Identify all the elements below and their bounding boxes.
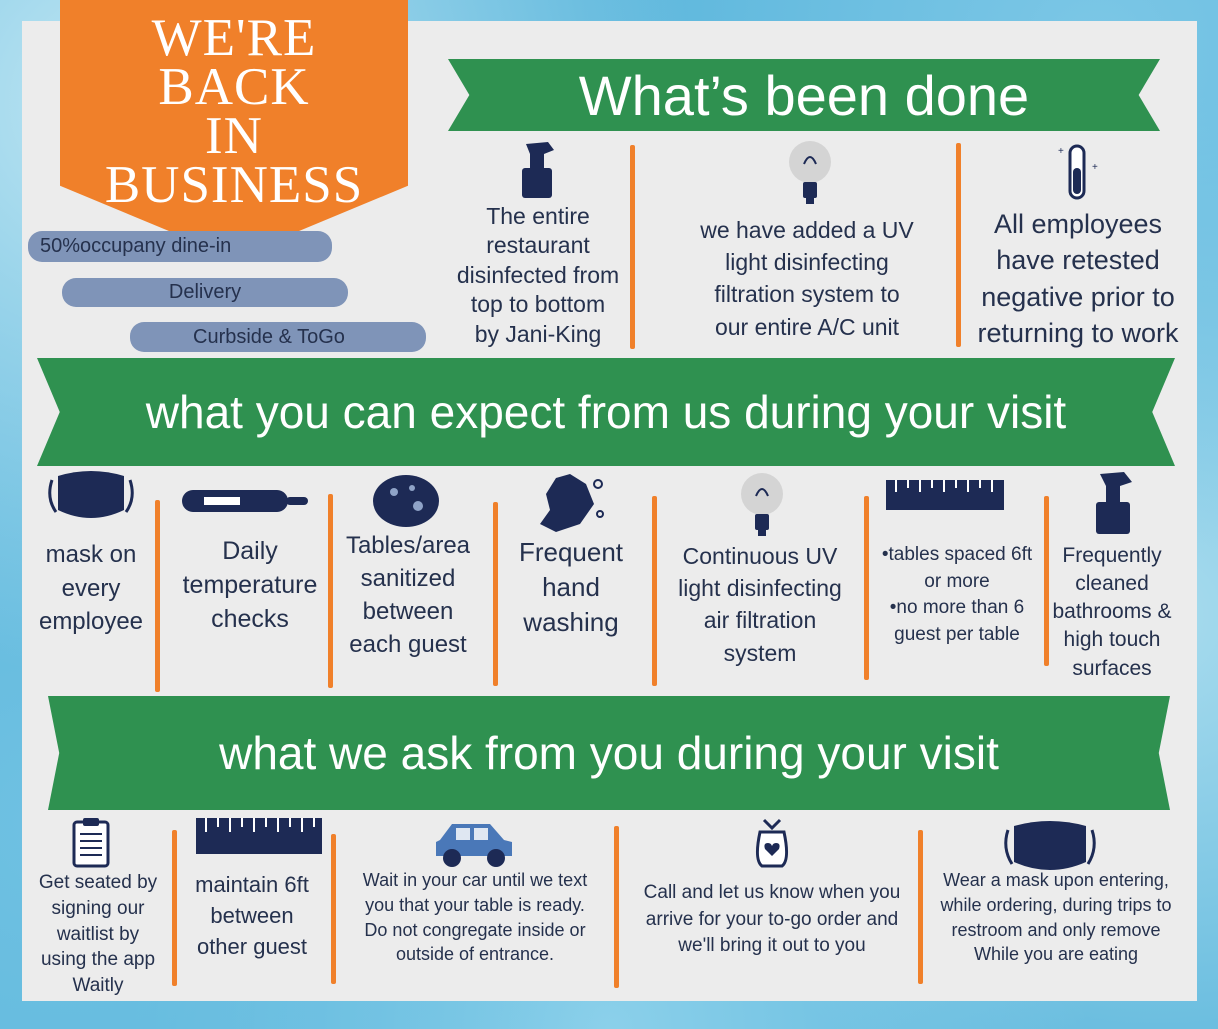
done-item-1: The entire restaurant disinfected from t…	[456, 203, 620, 347]
section-title-expect: what you can expect from us during your …	[145, 386, 1067, 438]
orange-divider	[956, 143, 961, 347]
face-mask-icon	[48, 471, 134, 518]
section-title-done: What’s been done	[578, 63, 1030, 127]
ask-item-4: Call and let us know when you arrive for…	[643, 882, 901, 957]
orange-divider	[1044, 496, 1049, 666]
clipboard-icon	[72, 818, 110, 868]
section-title-ask: what we ask from you during your visit	[219, 727, 999, 779]
expect-item-5: Continuous UV light disinfecting air fil…	[678, 543, 842, 666]
thermometer-icon	[182, 490, 308, 512]
service-label: Delivery	[168, 281, 242, 303]
ask-item-2: maintain 6ft between other guest	[195, 872, 309, 959]
badge-title: WE'RE BACK IN BUSINESS	[104, 9, 364, 214]
test-tube-icon: ++	[1058, 144, 1098, 200]
ruler-icon	[886, 480, 1004, 510]
car-icon	[436, 824, 512, 867]
sponge-icon	[373, 475, 439, 527]
section-banner-ask: what we ask from you during your visit	[48, 696, 1170, 810]
done-item-2: we have added a UV light disinfecting fi…	[700, 217, 914, 340]
orange-divider	[614, 826, 619, 988]
spray-bottle-icon	[522, 142, 554, 198]
service-label: Curbside & ToGo	[193, 325, 345, 348]
spray-bottle-icon	[1096, 472, 1132, 534]
section-banner-expect: what you can expect from us during your …	[37, 358, 1175, 466]
light-bulb-icon	[741, 473, 783, 536]
washing-hands-icon	[540, 474, 604, 532]
face-mask-icon	[1004, 821, 1096, 870]
service-delivery: Delivery	[62, 278, 348, 307]
service-curbside: Curbside & ToGo	[130, 322, 426, 352]
svg-text:+: +	[1058, 146, 1064, 157]
orange-divider	[155, 500, 160, 692]
svg-text:+: +	[1092, 162, 1098, 173]
ruler-icon	[196, 818, 322, 854]
done-item-3: All employees have retested negative pri…	[977, 209, 1179, 349]
orange-divider	[652, 496, 657, 686]
expect-item-2: Daily temperature checks	[182, 537, 318, 633]
expect-item-7: Frequently cleaned bathrooms & high touc…	[1052, 544, 1172, 680]
gift-bag-icon	[755, 818, 789, 868]
orange-divider	[328, 494, 333, 688]
ask-item-1: Get seated by signing our waitlist by us…	[38, 872, 158, 997]
expect-item-1: mask on every employee	[38, 541, 144, 636]
expect-item-3: Tables/area sanitized between each guest	[345, 532, 471, 659]
light-bulb-icon	[789, 141, 831, 204]
orange-divider	[493, 502, 498, 686]
ask-item-5: Wear a mask upon entering, while orderin…	[940, 870, 1172, 965]
ask-item-3: Wait in your car until we text you that …	[362, 870, 588, 965]
orange-divider	[918, 830, 923, 984]
orange-divider	[172, 830, 177, 986]
orange-divider	[331, 834, 336, 984]
service-label: 50%occupany dine-in	[40, 235, 232, 257]
orange-divider	[630, 145, 635, 349]
expect-item-6: •tables spaced 6ft or more •no more than…	[881, 544, 1033, 645]
orange-divider	[864, 496, 869, 680]
section-banner-done: What’s been done	[448, 59, 1160, 131]
service-dine-in: 50%occupany dine-in	[28, 231, 332, 262]
expect-item-4: Frequent hand washing	[518, 537, 624, 638]
